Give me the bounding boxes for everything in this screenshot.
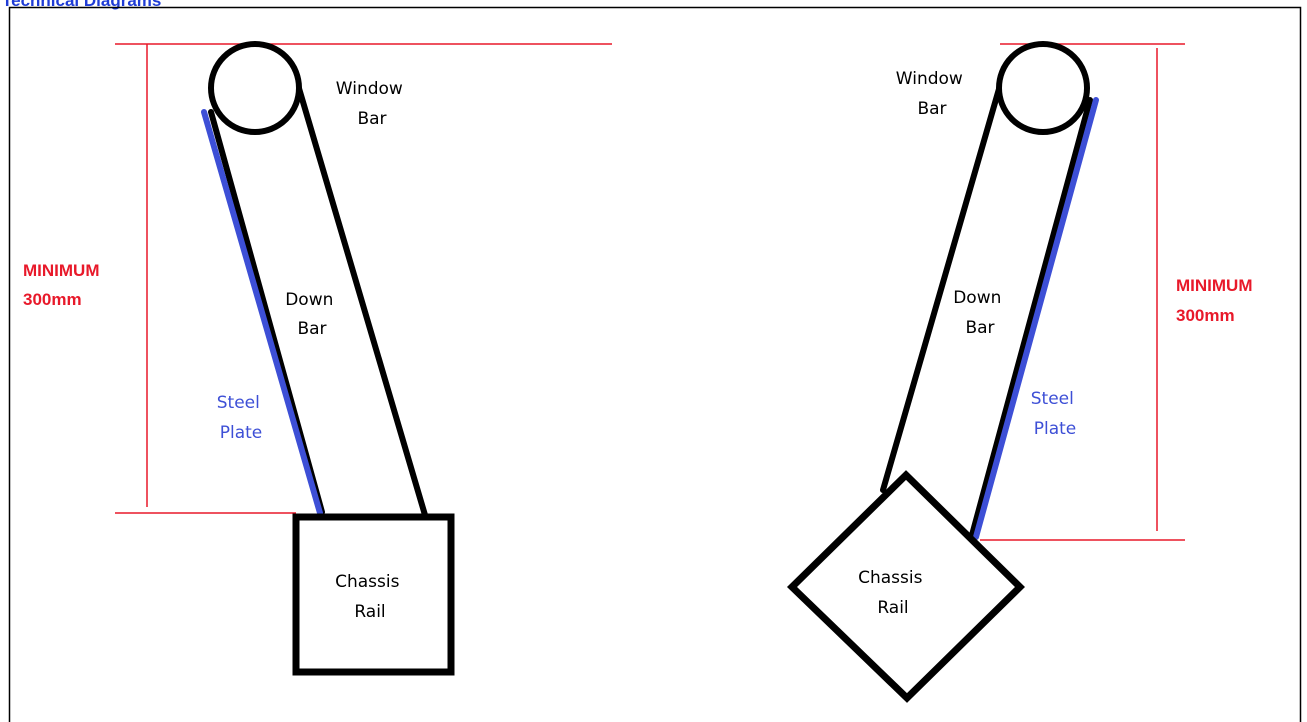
left-chassis-rail-label-line2: Rail [354,602,385,622]
left-window-bar-label-line2: Bar [357,109,386,129]
right-window-bar-circle [996,41,1090,135]
right-down-bar-edge-inner [969,97,1093,538]
right-chassis-rail-diamond [786,470,1025,703]
left-dimension-label-line1: MINIMUM [23,261,99,280]
right-window-bar-label-line1: Window [896,69,963,89]
right-dimension-label-line1: MINIMUM [1176,276,1252,295]
left-diagram: Window Bar Down Bar Steel Plate Chassis … [23,41,612,676]
right-down-bar-label: Down Bar [953,288,1007,338]
right-steel-plate-label-line1: Steel [1031,389,1074,409]
left-chassis-rail-square [292,513,455,676]
left-chassis-rail-label-line1: Chassis [335,572,399,592]
left-down-bar-label-line2: Bar [297,319,326,339]
left-steel-plate-label: Steel Plate [217,393,266,443]
left-dimension-lines [115,43,612,514]
right-steel-plate-label-line2: Plate [1034,419,1077,439]
left-dimension-label-line2: 300mm [23,290,82,309]
right-window-bar-label: Window Bar [896,69,968,119]
right-down-bar-label-line1: Down [953,288,1001,308]
left-down-bar-label: Down Bar [285,290,339,339]
left-steel-plate-label-line1: Steel [217,393,260,413]
right-diagram: Window Bar Down Bar Steel Plate Chassis … [786,41,1257,703]
page-title: Technical Diagrams [2,0,162,10]
left-dimension-label: MINIMUM 300mm [23,261,104,309]
right-window-bar-label-line2: Bar [917,99,946,119]
right-steel-plate [973,97,1099,540]
right-down-bar-edge-outer [880,79,1004,493]
left-chassis-rail-label: Chassis Rail [335,572,405,622]
diagram-frame [8,6,1302,722]
left-window-bar-label-line1: Window [336,79,403,99]
right-dimension-label: MINIMUM 300mm [1176,276,1257,325]
left-steel-plate-label-line2: Plate [220,423,263,443]
right-steel-plate-label: Steel Plate [1031,389,1080,439]
left-window-bar-label: Window Bar [336,79,408,129]
right-dimension-label-line2: 300mm [1176,306,1235,325]
left-down-bar-edge-inner [295,82,428,518]
right-chassis-rail-label: Chassis Rail [858,568,928,618]
right-down-bar-label-line2: Bar [965,318,994,338]
left-down-bar-label-line1: Down [285,290,333,310]
left-window-bar-circle [208,41,302,135]
left-steel-plate [201,109,323,516]
right-down-bar [880,79,1093,538]
right-chassis-rail-label-line1: Chassis [858,568,922,588]
right-chassis-rail-label-line2: Rail [877,598,908,618]
